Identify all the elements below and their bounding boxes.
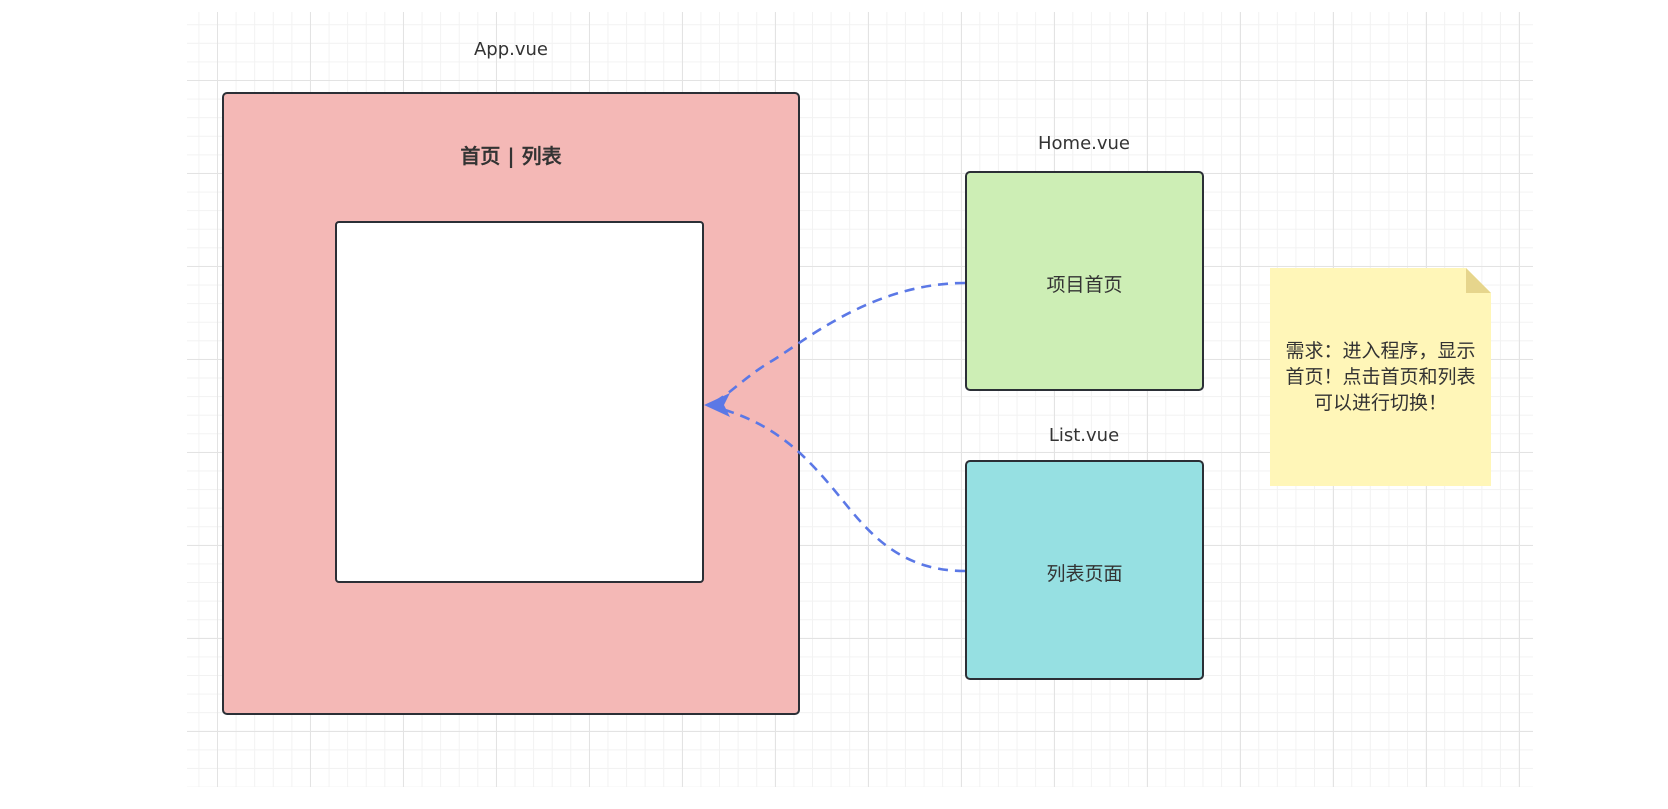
nav-links-label: 首页 | 列表 [460, 144, 562, 168]
home-to-router-view-connector [706, 281, 966, 407]
note-shape [1270, 268, 1491, 486]
app-vue-label: App.vue [473, 39, 549, 60]
home-page-text: 项目首页 [1046, 274, 1123, 296]
list-vue-box[interactable]: 列表页面 [965, 460, 1204, 680]
arrowhead-icon [704, 393, 730, 417]
list-to-router-view-connector [706, 403, 966, 573]
requirement-note[interactable]: 需求：进入程序，显示首页！点击首页和列表可以进行切换！ [1270, 268, 1491, 486]
router-view-box[interactable] [335, 221, 704, 583]
home-vue-label: Home.vue [1037, 133, 1131, 154]
list-vue-label: List.vue [1048, 425, 1120, 446]
home-vue-box[interactable]: 项目首页 [965, 171, 1204, 391]
note-text: 需求：进入程序，显示首页！点击首页和列表可以进行切换！ [1285, 340, 1476, 414]
list-page-text: 列表页面 [1046, 563, 1123, 585]
